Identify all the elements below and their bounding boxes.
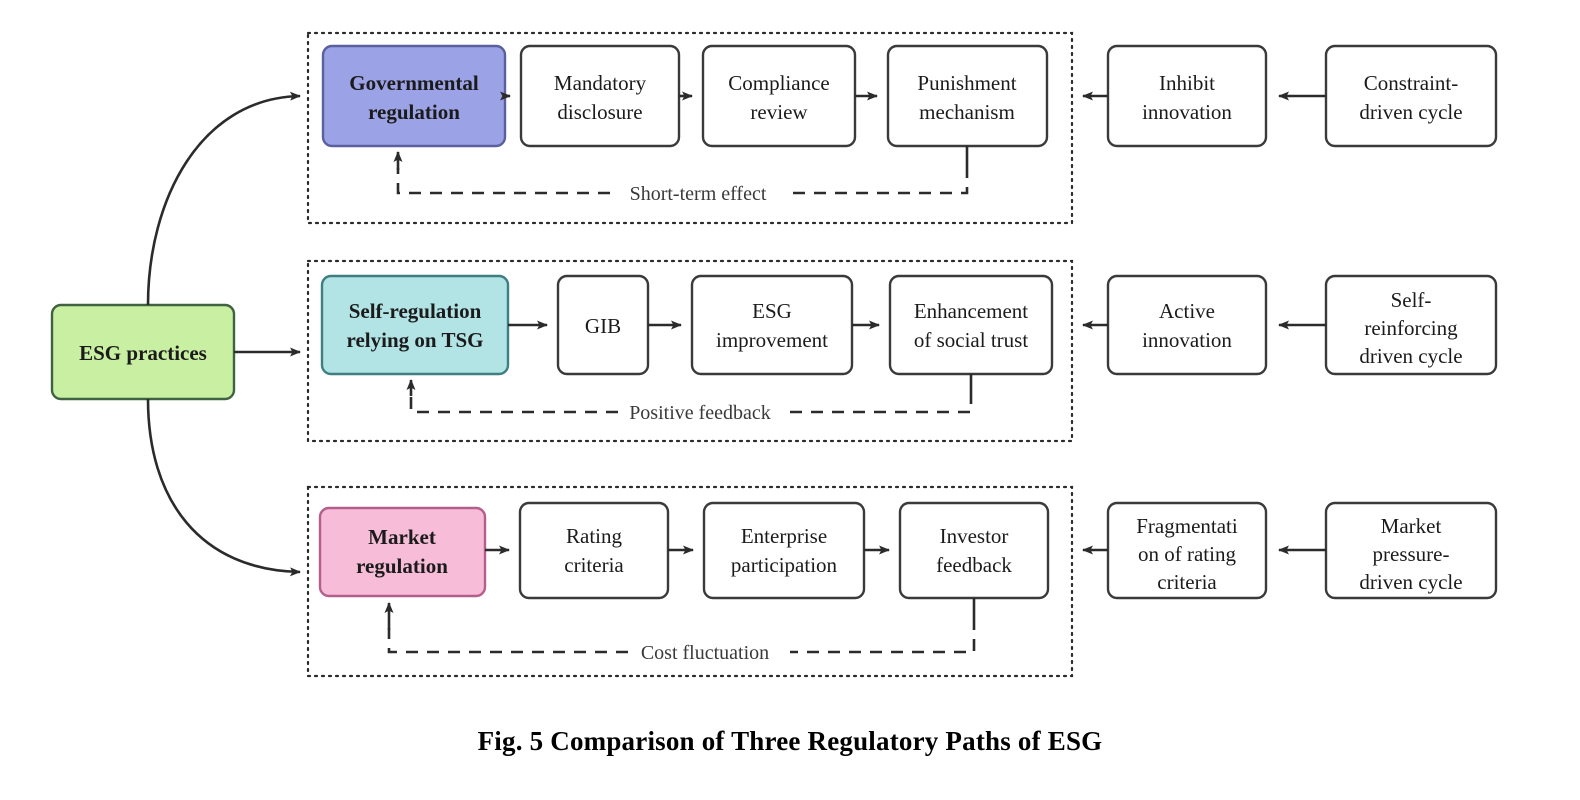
- node-label-line2: innovation: [1142, 100, 1232, 124]
- node-label-line2: participation: [731, 553, 838, 577]
- node-label-line1: Mandatory: [554, 71, 647, 95]
- node-label-line2: mechanism: [919, 100, 1015, 124]
- node-market-pressure-driven-cycle[interactable]: Market pressure- driven cycle: [1324, 501, 1498, 600]
- feedback-line-right-governmental: [788, 166, 969, 195]
- node-rating-criteria[interactable]: Rating criteria: [518, 501, 670, 600]
- node-label-line3: criteria: [1157, 570, 1217, 594]
- group-container-governmental: [306, 31, 1074, 225]
- node-label-line3: driven cycle: [1359, 344, 1462, 368]
- node-label-line2: disclosure: [557, 100, 642, 124]
- source-node-label: ESG practices: [79, 341, 207, 365]
- feedback-label-governmental: Short-term effect: [630, 183, 767, 205]
- node-label-line1: Inhibit: [1159, 71, 1215, 95]
- node-constraint-driven-cycle[interactable]: Constraint- driven cycle: [1324, 44, 1498, 148]
- node-governmental-regulation[interactable]: Governmental regulation: [321, 44, 507, 148]
- node-inhibit-innovation[interactable]: Inhibit innovation: [1106, 44, 1268, 148]
- feedback-line-left-governmental: [396, 168, 610, 195]
- node-label-line1: Governmental: [349, 71, 479, 95]
- connector-source-to-governmental: [146, 91, 301, 306]
- node-label-line2: relying on TSG: [347, 328, 484, 352]
- node-label-line1: ESG: [752, 299, 792, 323]
- node-esg-improvement[interactable]: ESG improvement: [690, 274, 854, 376]
- node-label-line1: Enterprise: [741, 524, 827, 548]
- feedback-label-self-regulation: Positive feedback: [629, 402, 771, 424]
- node-label-line1: GIB: [585, 314, 621, 338]
- node-label-line2: of social trust: [914, 328, 1028, 352]
- node-label-line1: Market: [368, 525, 436, 549]
- node-label-line2: driven cycle: [1359, 100, 1462, 124]
- source-node-esg-practices[interactable]: ESG practices: [50, 303, 236, 401]
- group-container-self-regulation: [306, 259, 1074, 443]
- node-label-line1: Punishment: [917, 71, 1016, 95]
- node-label-line2: on of rating: [1138, 542, 1236, 566]
- node-label-line1: Self-regulation: [349, 299, 482, 323]
- node-label-line1: Active: [1159, 299, 1215, 323]
- node-self-regulation[interactable]: Self-regulation relying on TSG: [320, 274, 510, 376]
- node-label-line1: Self-: [1391, 288, 1432, 312]
- node-label-line1: Fragmentati: [1136, 514, 1238, 538]
- node-fragmentation-of-rating-criteria[interactable]: Fragmentati on of rating criteria: [1106, 501, 1268, 600]
- feedback-line-left-self-regulation: [409, 392, 618, 414]
- node-label-line1: Enhancement: [914, 299, 1028, 323]
- node-label-line2: reinforcing: [1364, 316, 1458, 340]
- node-enhancement-of-social-trust[interactable]: Enhancement of social trust: [888, 274, 1054, 376]
- node-active-innovation[interactable]: Active innovation: [1106, 274, 1268, 376]
- connector-source-to-market: [146, 398, 301, 577]
- feedback-line-right-market: [790, 618, 976, 654]
- node-mandatory-disclosure[interactable]: Mandatory disclosure: [519, 44, 681, 148]
- node-label-line1: Compliance: [728, 71, 829, 95]
- feedback-line-right-self-regulation: [782, 392, 973, 414]
- node-punishment-mechanism[interactable]: Punishment mechanism: [886, 44, 1049, 148]
- node-compliance-review[interactable]: Compliance review: [701, 44, 857, 148]
- node-self-reinforcing-driven-cycle[interactable]: Self- reinforcing driven cycle: [1324, 274, 1498, 376]
- node-gib[interactable]: GIB: [556, 274, 650, 376]
- node-label-line2: innovation: [1142, 328, 1232, 352]
- node-label-line1: Investor: [940, 524, 1009, 548]
- node-label-line2: pressure-: [1373, 542, 1450, 566]
- node-label-line2: improvement: [716, 328, 828, 352]
- node-investor-feedback[interactable]: Investor feedback: [898, 501, 1050, 600]
- figure-caption: Fig. 5 Comparison of Three Regulatory Pa…: [477, 726, 1103, 756]
- node-label-line2: regulation: [368, 100, 460, 124]
- node-label-line2: review: [750, 100, 808, 124]
- node-label-line2: feedback: [936, 553, 1012, 577]
- node-enterprise-participation[interactable]: Enterprise participation: [702, 501, 866, 600]
- node-label-line1: Market: [1381, 514, 1442, 538]
- node-label-line2: regulation: [356, 554, 448, 578]
- node-label-line1: Rating: [566, 524, 622, 548]
- node-label-line2: criteria: [564, 553, 624, 577]
- feedback-line-left-market: [387, 628, 628, 654]
- node-label-line1: Constraint-: [1364, 71, 1459, 95]
- feedback-label-market: Cost fluctuation: [641, 642, 769, 664]
- node-label-line3: driven cycle: [1359, 570, 1462, 594]
- node-market-regulation[interactable]: Market regulation: [318, 506, 487, 598]
